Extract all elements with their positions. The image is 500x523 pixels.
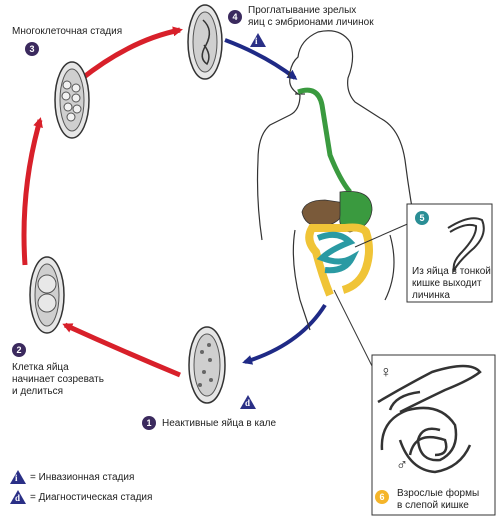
small-intestine bbox=[316, 231, 360, 274]
esophagus bbox=[297, 87, 352, 194]
adult-worms-drawing bbox=[377, 364, 482, 474]
larva-drawing bbox=[447, 217, 485, 273]
label-stage-1: Неактивные яйца в кале bbox=[162, 418, 277, 429]
diagnostic-marker: d bbox=[240, 395, 256, 409]
label-stage-5: Из яйца в тонкой кишке выходит личинка bbox=[412, 266, 491, 301]
label-stage-2: Клетка яйца начинает созревать и делитьс… bbox=[12, 362, 104, 397]
badge-stage-4: 4 bbox=[228, 10, 242, 24]
excretion-arrow bbox=[242, 303, 327, 365]
legend-diagnostic-marker: d bbox=[10, 490, 26, 504]
cycle-arrow-1-to-2 bbox=[62, 322, 181, 378]
badge-stage-2: 2 bbox=[12, 343, 26, 357]
badge-stage-5: 5 bbox=[415, 211, 429, 225]
egg-stage-1 bbox=[188, 326, 226, 404]
small-intestine-line bbox=[354, 221, 413, 248]
label-stage-3: Многоклеточная стадия bbox=[12, 26, 123, 37]
cecum-line bbox=[333, 289, 379, 379]
legend-infective-marker: i bbox=[10, 470, 26, 484]
egg-stage-2 bbox=[29, 256, 65, 334]
egg-stage-3 bbox=[54, 61, 90, 139]
badge-stage-3: 3 bbox=[25, 42, 39, 56]
legend-infective-text: = Инвазионная стадия bbox=[30, 472, 135, 483]
human-body bbox=[256, 30, 420, 331]
infective-marker: i bbox=[250, 33, 266, 47]
egg-stage-4 bbox=[187, 4, 223, 80]
badge-stage-1: 1 bbox=[142, 416, 156, 430]
label-stage-6: Взрослые формы в слепой кишке bbox=[397, 488, 480, 511]
cycle-arrow-3-to-4 bbox=[78, 26, 183, 82]
badge-stage-6: 6 bbox=[375, 490, 389, 504]
female-symbol: ♀ bbox=[380, 364, 392, 381]
large-intestine bbox=[305, 223, 373, 297]
male-symbol: ♂ bbox=[396, 457, 408, 474]
cycle-arrow-2-to-3 bbox=[21, 117, 43, 266]
label-stage-4: Проглатывание зрелых яиц с эмбрионами ли… bbox=[248, 5, 374, 28]
legend-diagnostic-text: = Диагностическая стадия bbox=[30, 492, 153, 503]
liver bbox=[301, 199, 346, 227]
adult-worms-inset bbox=[371, 354, 496, 516]
